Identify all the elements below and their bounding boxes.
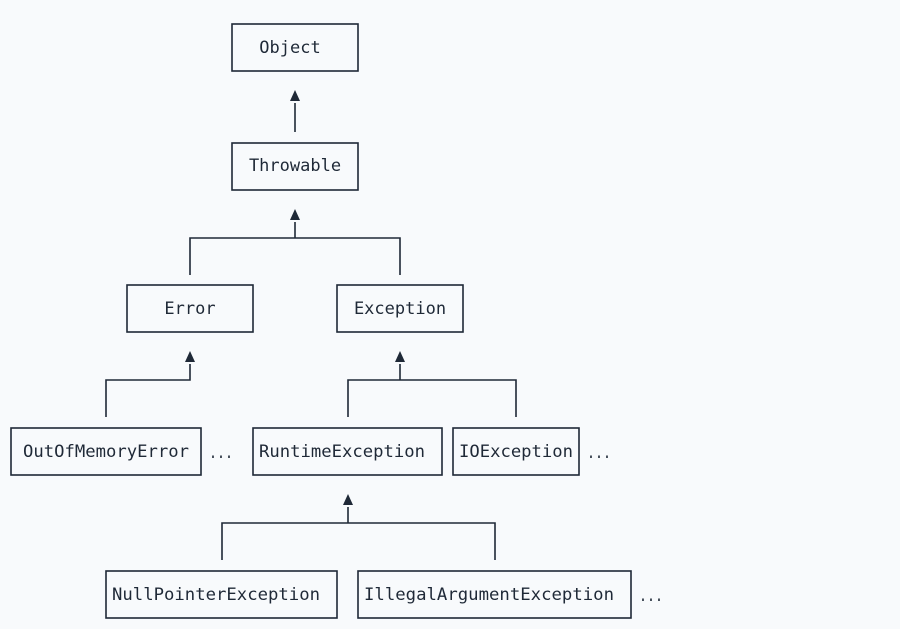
node-label: IllegalArgumentException: [364, 585, 614, 605]
node-io-exception: IOException: [452, 427, 580, 476]
node-label: Object: [259, 38, 320, 58]
edge-error-to-throwable: [189, 237, 295, 275]
edge-exception-to-throwable: [295, 237, 401, 275]
arrow-head: [290, 90, 300, 101]
arrow-head: [395, 351, 405, 362]
node-illegal-argument-exception: IllegalArgumentException: [357, 570, 632, 619]
edge-out-of-memory-error-to-error: [105, 364, 191, 417]
arrow-head: [343, 494, 353, 505]
edge-illegal-argument-exception-to-runtime-exception: [348, 522, 496, 560]
node-label: OutOfMemoryError: [23, 442, 189, 462]
node-out-of-memory-error: OutOfMemoryError: [10, 427, 202, 476]
arrow-head: [290, 209, 300, 220]
node-exception: Exception: [336, 284, 464, 333]
node-label: IOException: [459, 442, 573, 462]
edge-group-runtime-exception-children: [221, 494, 496, 560]
more-exception-subclasses-ellipsis: ...: [587, 443, 611, 463]
node-error: Error: [126, 284, 254, 333]
edge-group-error-children: [105, 351, 195, 417]
arrow-head: [185, 351, 195, 362]
node-null-pointer-exception: NullPointerException: [105, 570, 338, 619]
edge-null-pointer-exception-to-runtime-exception: [221, 522, 348, 560]
more-runtime-exception-subclasses-ellipsis: ...: [639, 586, 663, 606]
edge-throwable-to-object: [290, 90, 300, 132]
node-runtime-exception: RuntimeException: [252, 427, 443, 476]
node-label: NullPointerException: [112, 585, 320, 605]
node-throwable: Throwable: [231, 142, 359, 191]
edge-io-exception-to-exception: [400, 379, 517, 417]
node-label: RuntimeException: [259, 442, 425, 462]
node-label: Error: [164, 299, 215, 319]
edge-group-throwable-children: [189, 209, 401, 275]
more-error-subclasses-ellipsis: ...: [209, 443, 233, 463]
node-label: Exception: [354, 299, 446, 319]
node-label: Throwable: [249, 156, 341, 176]
edge-group-exception-children: [347, 351, 517, 417]
node-object: Object: [231, 23, 359, 72]
edge-runtime-exception-to-exception: [347, 379, 400, 417]
